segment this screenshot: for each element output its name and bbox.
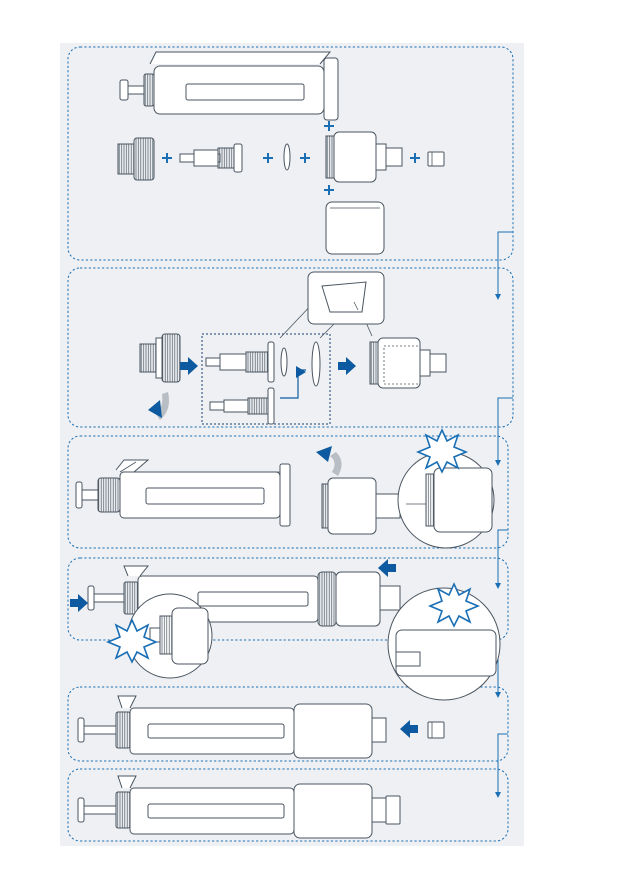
o-ring-part: [281, 348, 287, 376]
piston-head-part: [118, 138, 154, 180]
push-arrow-icon: [378, 559, 396, 577]
valve-stem-part: [210, 388, 274, 424]
pipette-assembled: [78, 776, 400, 838]
panel-step-2: [68, 268, 513, 427]
cylinder-part: [322, 478, 400, 534]
flow-arrow-icon: [495, 232, 513, 300]
o-ring-part: [284, 144, 290, 170]
valve-stem-part: [180, 144, 242, 172]
o-ring-part: [312, 342, 320, 386]
pipette-body: [76, 460, 290, 526]
zoom-callout-detail: [396, 630, 496, 676]
nozzle-tip-part: [428, 152, 444, 166]
flow-arrow-icon: [495, 530, 508, 589]
push-arrow-icon: [338, 357, 356, 375]
material-callout: [280, 272, 384, 338]
rotate-arrow-icon: [316, 446, 342, 476]
push-arrow-icon: [180, 357, 198, 375]
flow-arrow-icon: [495, 734, 508, 798]
cylinder-part: [370, 338, 446, 388]
rotate-arrow-icon: [148, 392, 169, 420]
cylinder-part: [326, 132, 402, 182]
push-arrow-icon: [70, 594, 88, 612]
cylinder-cap-part: [326, 202, 384, 254]
nozzle-tip-part: [428, 722, 444, 738]
push-arrow-icon: [400, 720, 418, 738]
handle-assembly: [120, 52, 338, 120]
pipette-body: [78, 696, 386, 758]
flow-arrow-icon: [495, 398, 513, 466]
valve-stem-part: [206, 342, 274, 382]
piston-head-part: [140, 334, 180, 382]
